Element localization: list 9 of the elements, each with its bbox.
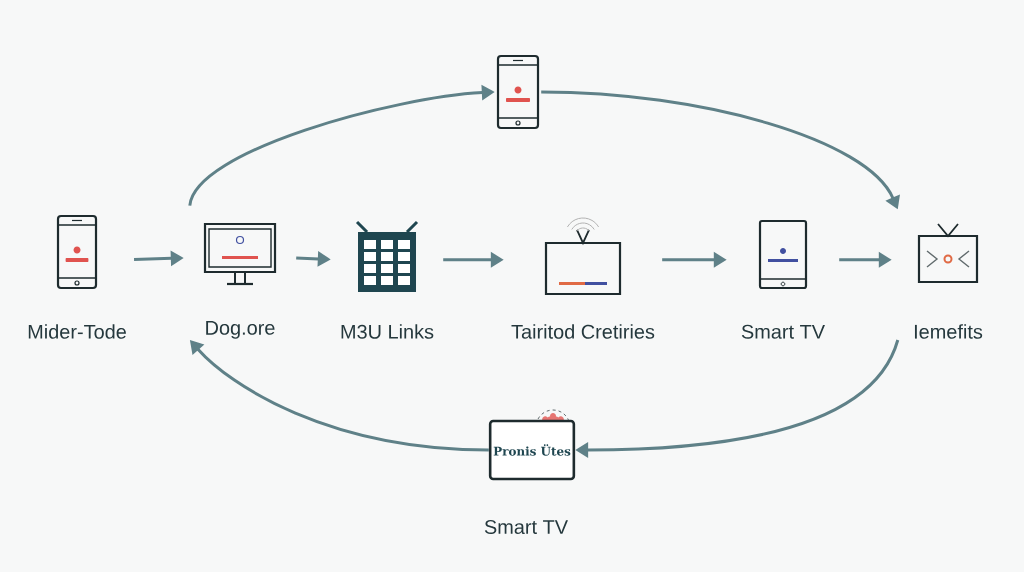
item-label: Smart TV — [741, 324, 825, 339]
item-label: M3U Links — [341, 324, 434, 339]
item-label: Smart TV — [484, 519, 568, 535]
item-label: Dog.ore — [206, 320, 275, 339]
badge-box: Pronis Ütes — [488, 419, 576, 481]
item-label: Mider-Tode — [28, 324, 126, 339]
item-label: Iemefits — [914, 324, 983, 339]
item-label: Tairitod Cretiries — [511, 324, 655, 339]
phone-drawing — [496, 54, 540, 130]
